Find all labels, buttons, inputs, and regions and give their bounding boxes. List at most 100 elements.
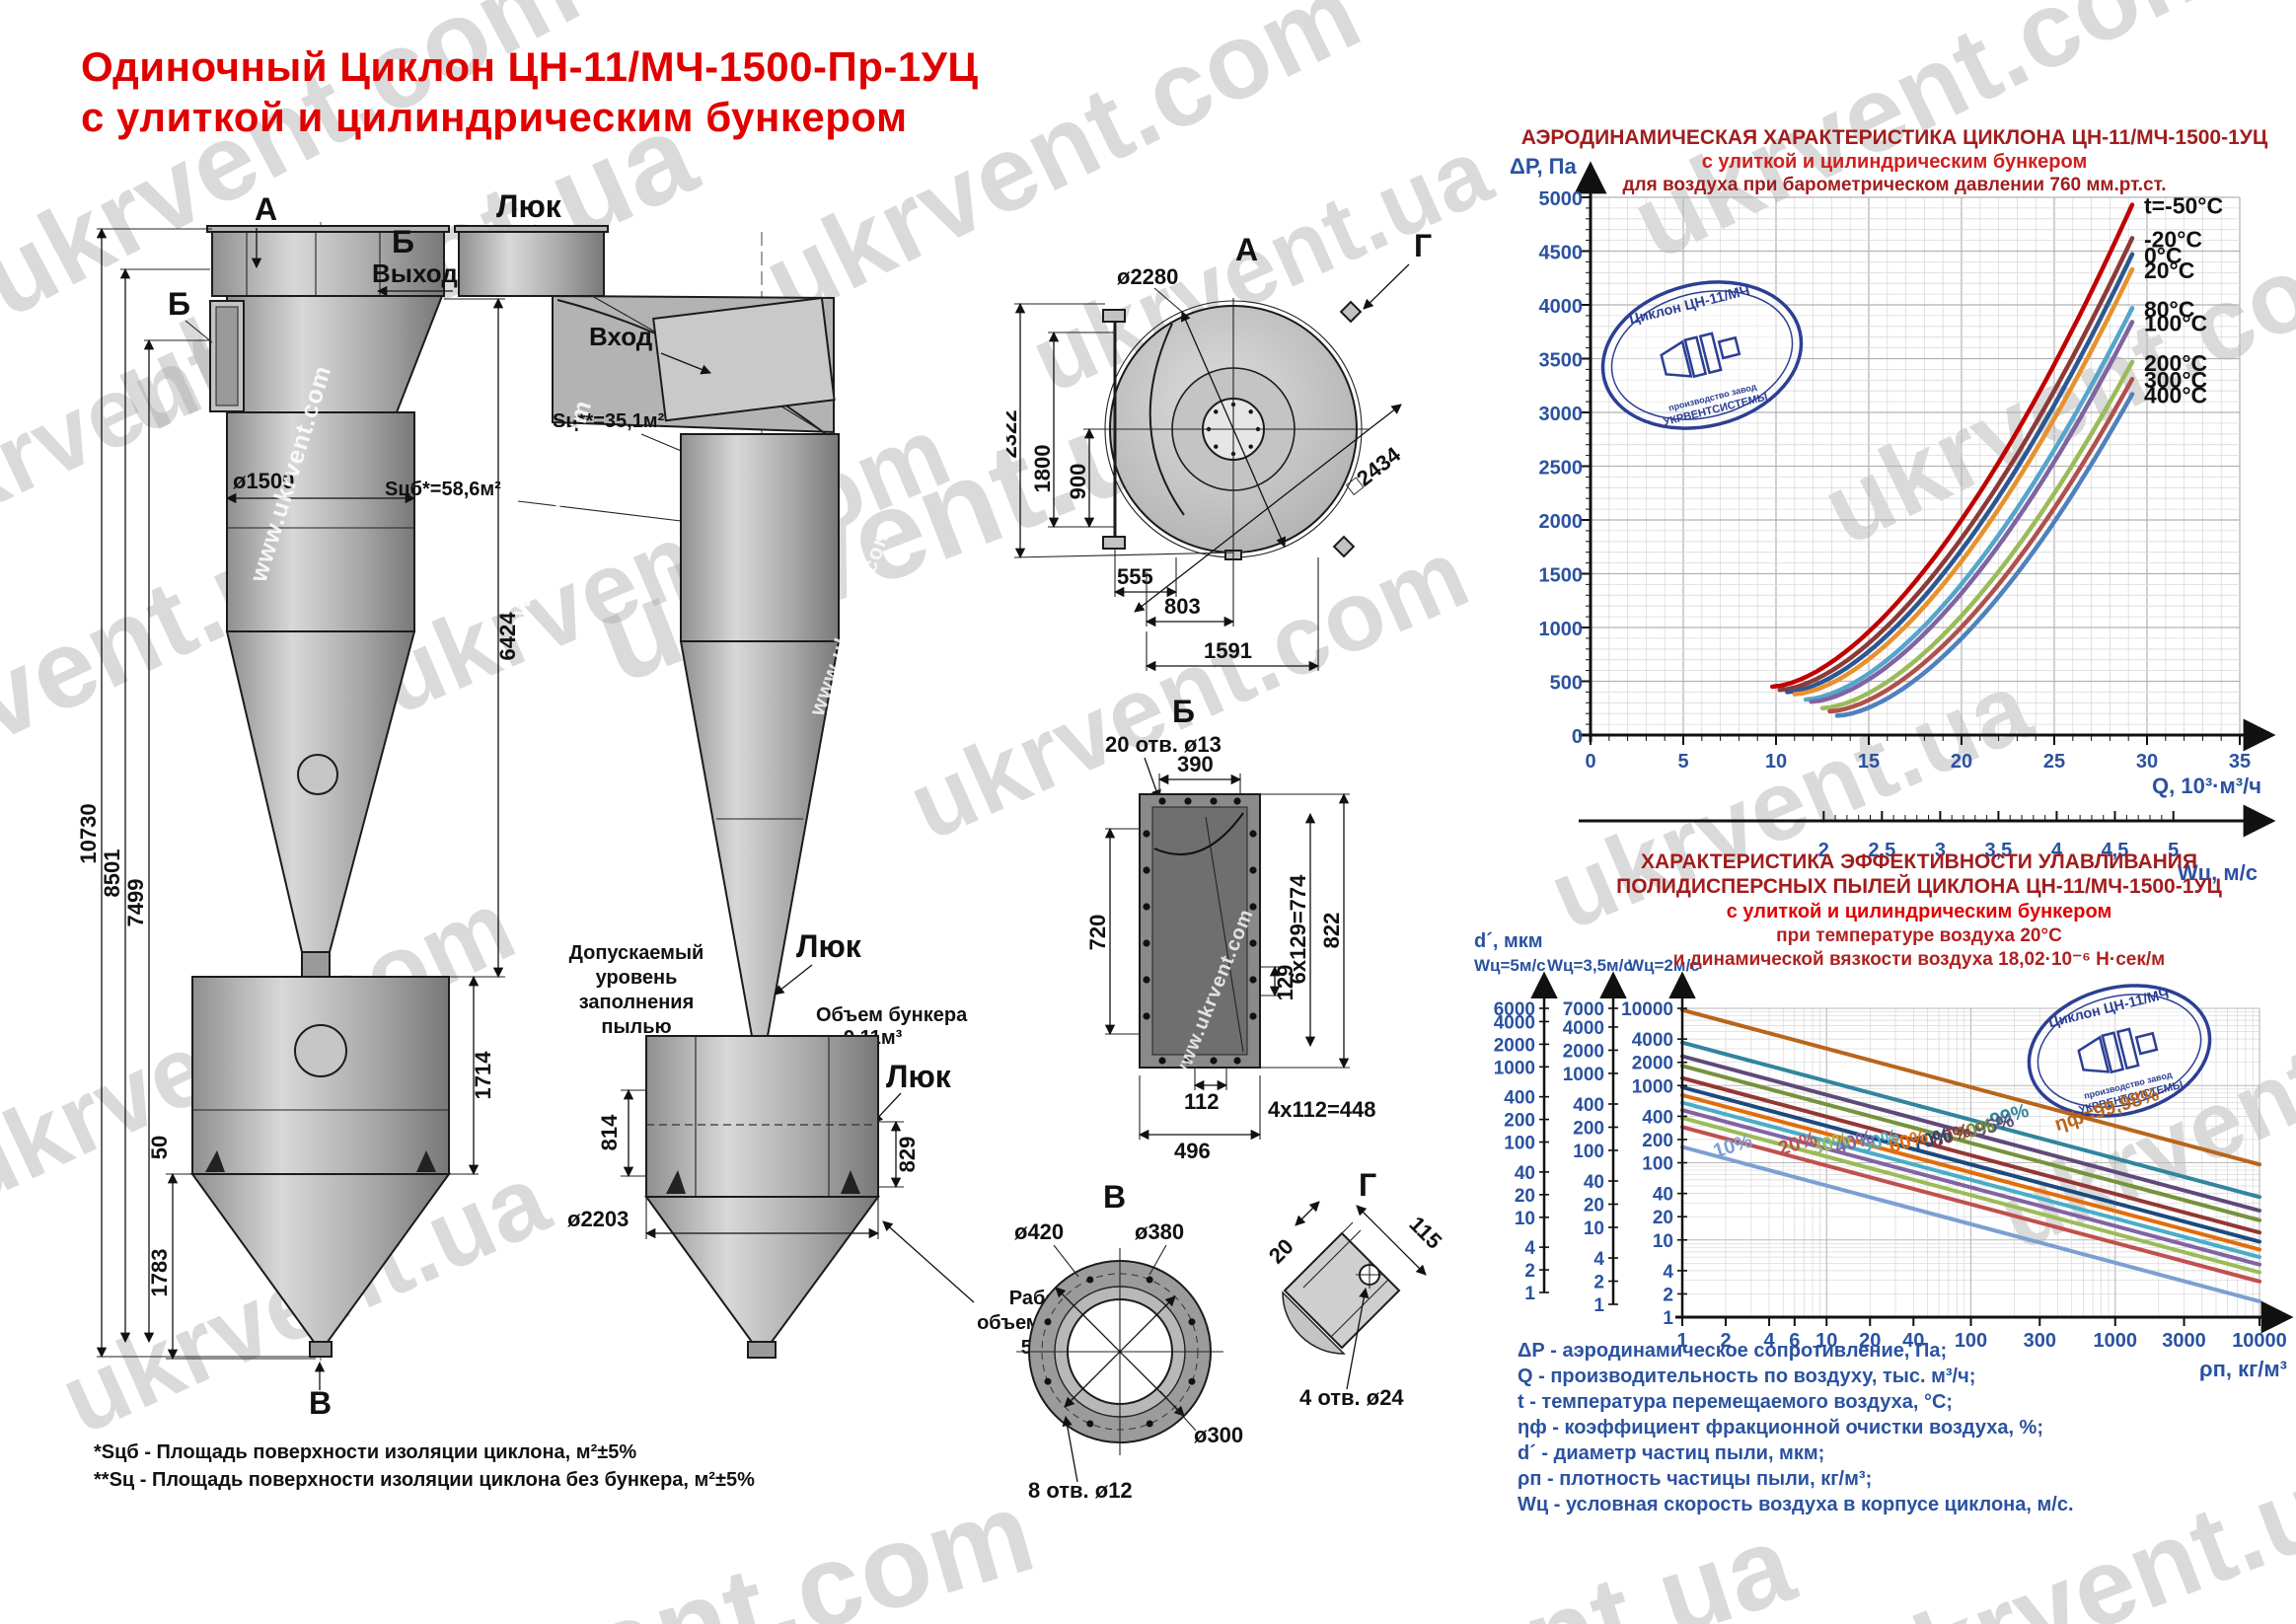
- clamp-base: [1282, 1291, 1346, 1355]
- svg-text:40: 40: [1902, 1330, 1924, 1352]
- chart2-labels: 6000400020001000400200100402010421Wц=5м/…: [1474, 930, 2287, 1381]
- dim-7499: 7499: [123, 879, 148, 927]
- legend-line: t - температура перемещаемого воздуха, °…: [1518, 1391, 1954, 1413]
- dim-1800: 1800: [1030, 445, 1055, 493]
- inlet-duct: [652, 296, 836, 422]
- svg-text:Wц=5м/с: Wц=5м/с: [1474, 956, 1546, 975]
- dust-note: Допускаемый: [569, 942, 704, 964]
- volute-housing: [211, 231, 445, 297]
- cylinder-body: [680, 433, 840, 642]
- svg-text:3,5: 3,5: [1985, 840, 2013, 861]
- dim-d380: ø380: [1135, 1219, 1184, 1244]
- svg-text:10: 10: [1584, 1218, 1604, 1239]
- view-g-title: Г: [1359, 1167, 1376, 1203]
- flange-b-bolt-holes: [1143, 797, 1257, 1065]
- dim-774: 6х129=774: [1286, 874, 1310, 984]
- dim-d420: ø420: [1014, 1219, 1064, 1244]
- dim-8501: 8501: [100, 849, 124, 898]
- flange-b-holes: 20 отв. ø13: [1105, 732, 1222, 757]
- chart1-curves: [1769, 202, 2135, 718]
- svg-text:Wц=3,5м/с: Wц=3,5м/с: [1547, 956, 1633, 975]
- svg-text:1000: 1000: [1563, 1065, 1604, 1085]
- svg-text:ΔР, Па: ΔР, Па: [1510, 154, 1577, 179]
- svg-text:20: 20: [1859, 1330, 1881, 1352]
- svg-text:100: 100: [1642, 1154, 1673, 1175]
- legend-line: Wц - условная скорость воздуха в корпусе…: [1518, 1494, 2074, 1515]
- chart2-title-line5: и динамической вязкости воздуха 18,02·10…: [1672, 949, 2166, 970]
- dust-outlet: [309, 1341, 333, 1358]
- svg-text:2: 2: [1720, 1330, 1731, 1352]
- support: [416, 1150, 436, 1172]
- legend-line: ρп - плотность частицы пыли, кг/м³;: [1518, 1468, 1873, 1490]
- svg-text:3500: 3500: [1539, 350, 1584, 372]
- hatch-mid-label: Люк: [796, 928, 862, 964]
- svg-text:4000: 4000: [1563, 1018, 1604, 1039]
- dim-1783: 1783: [147, 1249, 172, 1297]
- view-v-label: В: [309, 1385, 332, 1421]
- dim-900: 900: [1066, 464, 1090, 500]
- manhole: [297, 754, 338, 795]
- dim-1714: 1714: [471, 1051, 495, 1100]
- dim-829: 829: [895, 1137, 920, 1173]
- page-title: Одиночный Циклон ЦН-11/МЧ-1500-Пр-1УЦ с …: [81, 41, 979, 142]
- svg-text:10000: 10000: [2232, 1330, 2287, 1352]
- svg-text:500: 500: [1550, 673, 1583, 695]
- svg-text:1000: 1000: [1632, 1076, 1673, 1097]
- svg-text:2: 2: [1593, 1273, 1604, 1293]
- svg-text:20: 20: [1653, 1208, 1673, 1228]
- svg-text:100°C: 100°C: [2144, 310, 2207, 335]
- svg-text:Wц, м/с: Wц, м/с: [2178, 860, 2258, 885]
- legend-line: Q - производительность по воздуху, тыс. …: [1518, 1366, 1976, 1387]
- legend-line: ΔР - аэродинамическое сопротивление, Па;: [1518, 1340, 1948, 1362]
- svg-text:1000: 1000: [1539, 619, 1584, 640]
- chart1-ticks: [1582, 196, 2241, 821]
- svg-text:300: 300: [2024, 1330, 2056, 1352]
- dim-822: 822: [1319, 913, 1344, 949]
- svg-text:2000: 2000: [1563, 1041, 1604, 1062]
- svg-text:20°C: 20°C: [2144, 258, 2194, 283]
- page-title-line2: с улиткой и цилиндрическим бункером: [81, 94, 908, 141]
- svg-text:0: 0: [1585, 751, 1595, 773]
- svg-text:200°C: 200°C: [2144, 350, 2207, 376]
- bunker-manhole: [294, 1024, 347, 1077]
- dim-d2280: ø2280: [1117, 264, 1178, 289]
- cylinder-body: [226, 411, 415, 632]
- support: [841, 1170, 860, 1194]
- dim-d300: ø300: [1194, 1423, 1243, 1447]
- svg-text:1: 1: [1663, 1308, 1673, 1329]
- dim-10730: 10730: [76, 803, 101, 863]
- dim-2322: 2322: [1006, 410, 1021, 459]
- svg-text:4,5: 4,5: [2102, 840, 2129, 861]
- svg-text:20: 20: [1515, 1186, 1535, 1207]
- dim-555: 555: [1117, 564, 1153, 589]
- legend-line: ηф - коэффициент фракционной очистки воз…: [1518, 1417, 2043, 1439]
- svg-text:1500: 1500: [1539, 565, 1584, 587]
- chart2-title-line4: при температуре воздуха 20°С: [1776, 925, 2062, 946]
- svg-text:d´, мкм: d´, мкм: [1474, 930, 1543, 952]
- svg-text:2500: 2500: [1539, 458, 1584, 480]
- dim-20: 20: [1264, 1234, 1298, 1269]
- svg-text:80°C: 80°C: [2144, 296, 2194, 322]
- svg-text:100: 100: [1955, 1330, 1987, 1352]
- dim-1591: 1591: [1204, 638, 1252, 663]
- legend-line: d´ - диаметр частиц пыли, мкм;: [1518, 1442, 1825, 1464]
- svg-text:4: 4: [1524, 1238, 1535, 1259]
- svg-text:400: 400: [1642, 1107, 1673, 1128]
- svg-text:10: 10: [1515, 1209, 1535, 1229]
- chart1-labels: t=-50°C-20°C0°C20°C80°C100°C200°C300°C40…: [1510, 154, 2261, 885]
- dim-d1500: ø1500: [233, 469, 294, 493]
- svg-text:40: 40: [1584, 1172, 1604, 1193]
- hatch-top-label: Люк: [496, 188, 562, 224]
- cyclone-side-view-drawing: А Б В 10730 8501 7499 1783 50 ø1500 6424…: [76, 191, 520, 1421]
- svg-text:Wц=2м/с: Wц=2м/с: [1628, 956, 1700, 975]
- svg-text:Q, 10³·м³/ч: Q, 10³·м³/ч: [2152, 774, 2261, 798]
- svg-text:4: 4: [1593, 1249, 1604, 1270]
- corner-clamp: [1332, 535, 1356, 558]
- svg-text:10: 10: [1765, 751, 1787, 773]
- svg-text:5: 5: [2168, 840, 2179, 861]
- svg-text:40: 40: [1515, 1163, 1535, 1184]
